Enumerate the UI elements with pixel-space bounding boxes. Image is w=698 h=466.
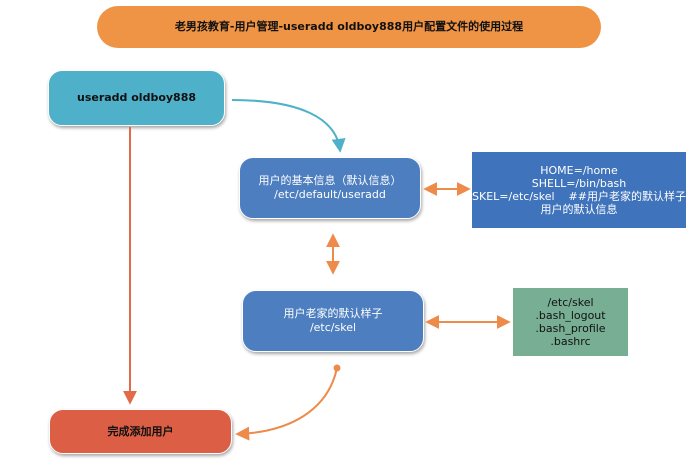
done-node: 完成添加用户 xyxy=(49,409,232,454)
skel-path: /etc/skel xyxy=(309,321,357,334)
default-home: HOME=/home xyxy=(540,164,618,177)
skel-files-dir: /etc/skel xyxy=(547,296,594,309)
default-settings-box: HOME=/home SHELL=/bin/bash SKEL=/etc/ske… xyxy=(472,152,686,228)
basic-info-path: /etc/default/useradd xyxy=(274,188,386,201)
diagram-title-text: 老男孩教育-用户管理-useradd oldboy888用户配置文件的使用过程 xyxy=(174,20,524,33)
done-label: 完成添加用户 xyxy=(107,424,174,438)
default-shell: SHELL=/bin/bash xyxy=(531,177,627,190)
skel-file-bash-logout: .bash_logout xyxy=(535,309,606,322)
skel-file-bashrc: .bashrc xyxy=(550,335,591,348)
skel-files-box: /etc/skel .bash_logout .bash_profile .ba… xyxy=(513,288,628,356)
default-skel: SKEL=/etc/skel ##用户老家的默认样子 xyxy=(472,190,686,203)
arrow-useradd-to-basic-info xyxy=(231,99,346,153)
diagram-title: 老男孩教育-用户管理-useradd oldboy888用户配置文件的使用过程 xyxy=(97,6,601,48)
skel-node: 用户老家的默认样子 /etc/skel xyxy=(242,290,424,352)
basic-info-node: 用户的基本信息（默认信息） /etc/default/useradd xyxy=(239,157,421,219)
skel-label: 用户老家的默认样子 xyxy=(283,307,383,320)
skel-file-bash-profile: .bash_profile xyxy=(535,322,606,335)
arrow-skel-to-done xyxy=(235,367,338,441)
default-caption: 用户的默认信息 xyxy=(540,203,618,216)
useradd-command-node: useradd oldboy888 xyxy=(48,70,225,126)
useradd-command-label: useradd oldboy888 xyxy=(76,91,197,104)
basic-info-label: 用户的基本信息（默认信息） xyxy=(258,174,402,187)
